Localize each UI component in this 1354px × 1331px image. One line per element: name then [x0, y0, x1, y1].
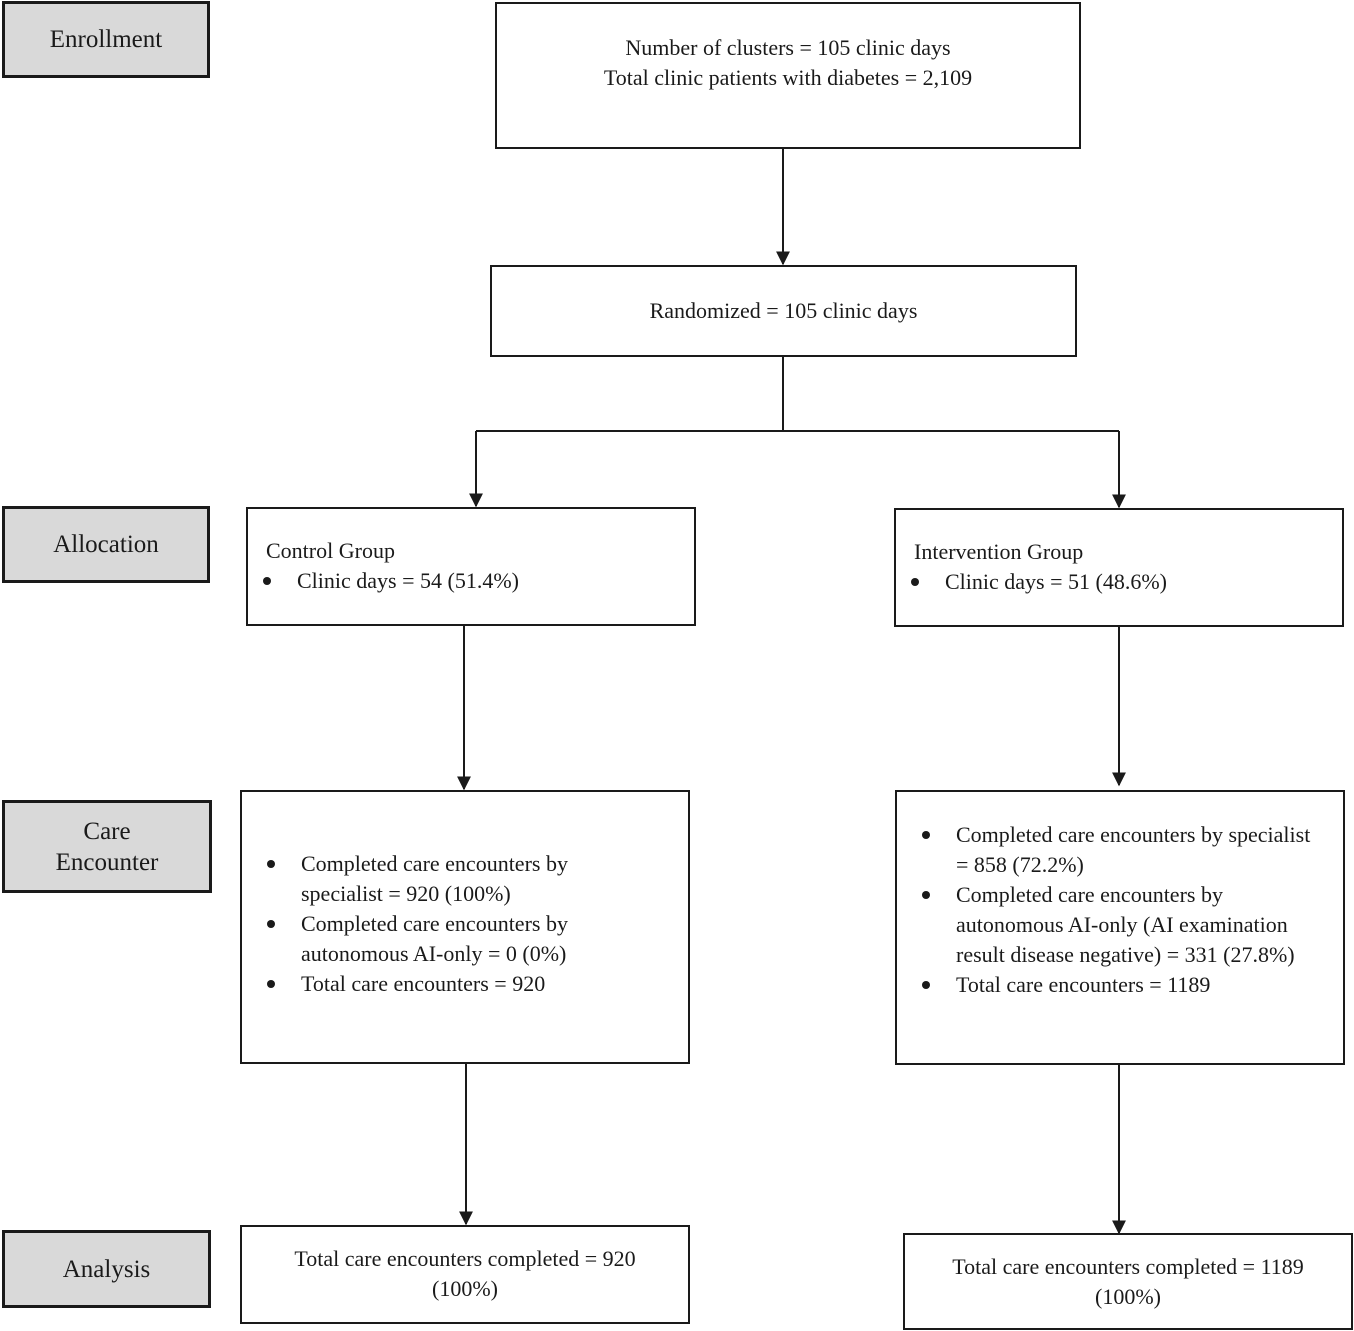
intervention-care-specialist-item: Completed care encounters by specialist … — [907, 820, 1323, 880]
stage-analysis-label: Analysis — [62, 1255, 151, 1283]
stage-allocation: Allocation — [2, 506, 210, 583]
control-care-specialist-item: Completed care encounters by specialist … — [252, 849, 648, 909]
intervention-care-total-item: Total care encounters = 1189 — [907, 970, 1323, 1000]
intervention-group-box: Intervention Group Clinic days = 51 (48.… — [894, 508, 1344, 627]
randomized-box: Randomized = 105 clinic days — [490, 265, 1077, 357]
intervention-analysis-box: Total care encounters completed = 1189 (… — [903, 1233, 1353, 1330]
stage-care-label-line1: Care — [83, 817, 131, 845]
enrollment-box: Number of clusters = 105 clinic days Tot… — [495, 2, 1081, 149]
intervention-analysis-text: Total care encounters completed = 1189 — [952, 1254, 1304, 1279]
control-care-box: Completed care encounters by specialist … — [240, 790, 690, 1064]
control-care-ai-item: Completed care encounters by autonomous … — [252, 909, 648, 969]
intervention-care-list: Completed care encounters by specialist … — [907, 820, 1323, 1000]
stage-analysis: Analysis — [2, 1230, 211, 1308]
intervention-care-box: Completed care encounters by specialist … — [895, 790, 1345, 1065]
enrollment-patients-text: Total clinic patients with diabetes = 2,… — [603, 64, 973, 90]
control-group-title: Control Group — [266, 538, 395, 563]
stage-care-label-line2: Encounter — [55, 848, 159, 876]
control-group-box: Control Group Clinic days = 54 (51.4%) — [246, 507, 696, 626]
intervention-care-ai-item: Completed care encounters by autonomous … — [907, 880, 1323, 970]
enrollment-clusters-text: Number of clusters = 105 clinic days — [625, 34, 951, 60]
control-analysis-text: Total care encounters completed = 920 — [294, 1246, 636, 1271]
intervention-analysis-percent: (100%) — [1095, 1284, 1161, 1309]
stage-enrollment-label: Enrollment — [49, 26, 163, 53]
control-clinic-days-item: Clinic days = 54 (51.4%) — [248, 566, 686, 596]
control-analysis-percent: (100%) — [432, 1276, 498, 1301]
randomized-text: Randomized = 105 clinic days — [649, 298, 918, 323]
control-care-total-item: Total care encounters = 920 — [252, 969, 648, 999]
stage-care-encounter: Care Encounter — [2, 800, 212, 893]
control-care-list: Completed care encounters by specialist … — [252, 849, 648, 999]
intervention-clinic-days-item: Clinic days = 51 (48.6%) — [896, 567, 1334, 597]
stage-allocation-label: Allocation — [53, 531, 159, 558]
stage-enrollment: Enrollment — [2, 1, 210, 78]
intervention-group-title: Intervention Group — [914, 539, 1084, 564]
control-analysis-box: Total care encounters completed = 920 (1… — [240, 1225, 690, 1324]
